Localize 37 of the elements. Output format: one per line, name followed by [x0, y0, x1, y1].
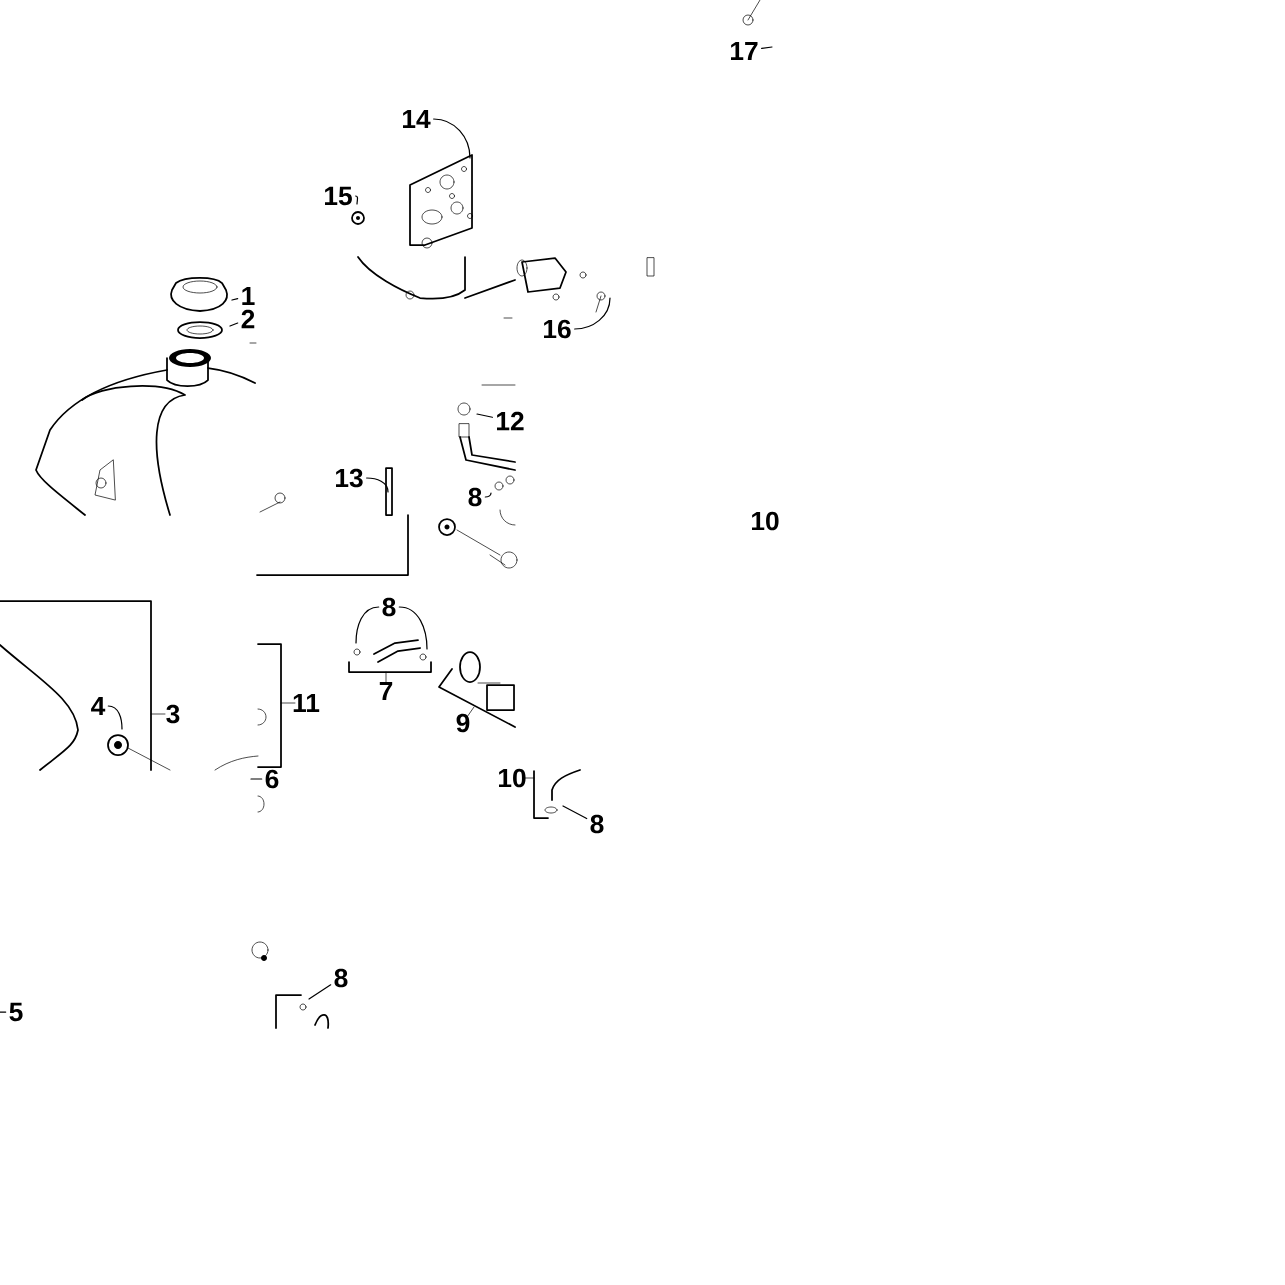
callout-number: 14 [403, 109, 431, 129]
leader-line [398, 606, 428, 650]
callout-number: 10 [499, 768, 526, 788]
callout-number: 12 [497, 411, 524, 431]
leader-line [355, 606, 380, 644]
leader-line [0, 1011, 7, 1013]
callout-number: 11 [293, 693, 320, 713]
leader-line [250, 778, 263, 780]
leader-line [433, 118, 471, 159]
callout-number: 17 [731, 41, 758, 61]
callout-number: 15 [325, 186, 352, 206]
callout-number: 8 [468, 487, 482, 507]
leader-line [229, 322, 239, 327]
callout-number: 16 [544, 319, 571, 339]
leader-line [308, 984, 332, 1000]
callout-number: 9 [456, 713, 470, 733]
callout-number: 2 [241, 309, 255, 329]
leader-line [107, 705, 123, 730]
callout-number: 3 [166, 704, 180, 724]
leader-line [476, 413, 493, 418]
callout-number: 13 [336, 468, 363, 488]
callout-number: 5 [9, 1002, 23, 1022]
leader-line [366, 477, 389, 493]
callout-number: 8 [334, 968, 348, 988]
leader-line [484, 492, 492, 498]
leader-line [355, 195, 359, 205]
callout-number: 8 [590, 814, 604, 834]
callout-number: 6 [265, 769, 279, 789]
leader-line [761, 46, 773, 50]
leader-line [231, 297, 239, 301]
leader-line [562, 805, 588, 820]
callout-number: 7 [379, 681, 393, 701]
leader-line [574, 297, 611, 330]
callout-number: 4 [91, 696, 106, 716]
callout-number: 1 [242, 286, 255, 306]
callout-number: 10 [752, 511, 779, 531]
callout-number: 8 [382, 597, 396, 617]
